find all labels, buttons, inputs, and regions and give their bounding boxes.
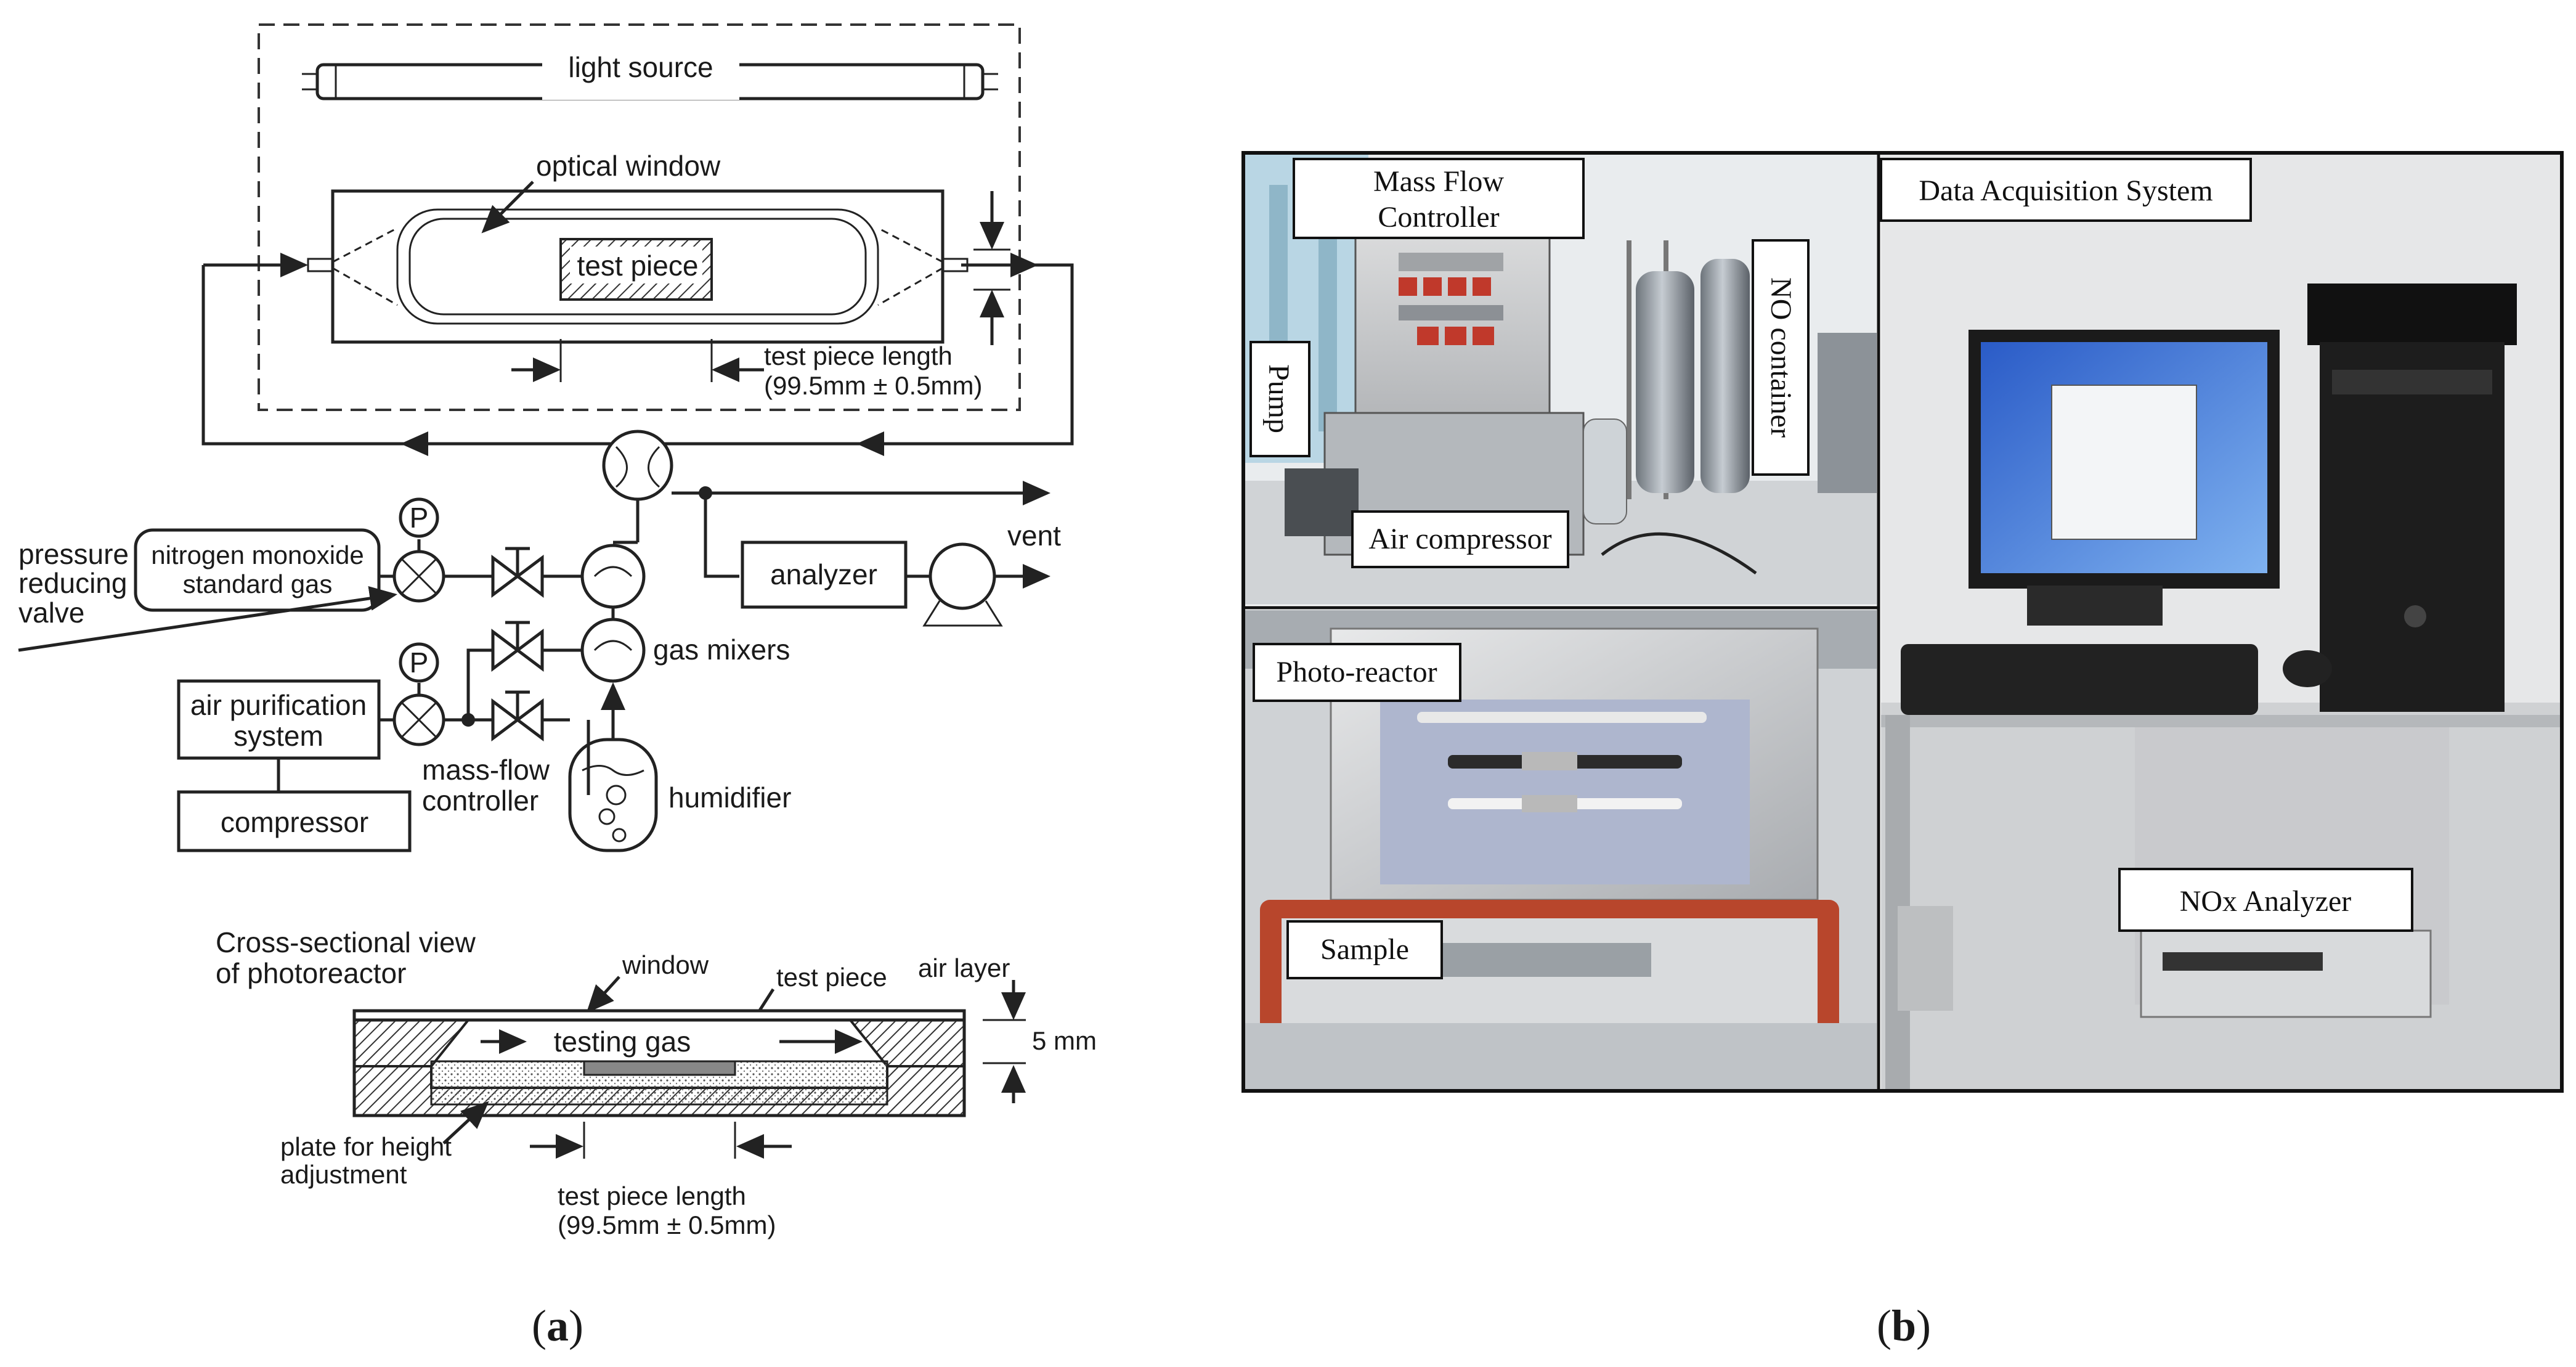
photo-data-acquisition	[1881, 155, 2560, 1089]
sample-label: Sample	[1320, 933, 1409, 966]
test-piece-length-tolerance: (99.5mm ± 0.5mm)	[764, 371, 982, 400]
panel-b-photo-collage: Mass Flow Controller Pump NO container A…	[1241, 151, 2564, 1350]
air-layer-label: air layer	[918, 953, 1010, 982]
caption-a: (a)	[532, 1301, 583, 1350]
mass-flow-line-2: controller	[422, 785, 538, 817]
pressure-gauge-1	[399, 497, 439, 538]
pressure-line-3: valve	[18, 597, 84, 629]
test-piece-cs	[583, 1060, 736, 1076]
analyzer-label: analyzer	[770, 558, 877, 590]
cross-section-body	[352, 1009, 966, 1117]
light-source-tube: light source	[302, 51, 998, 100]
optical-window-label: optical window	[536, 150, 721, 182]
cs-tolerance-label: (99.5mm ± 0.5mm)	[558, 1210, 776, 1239]
pump-label: Pump	[1262, 364, 1295, 433]
light-source-label: light source	[568, 51, 713, 83]
air-compressor-label: Air compressor	[1368, 523, 1551, 555]
mass-flow-line-1: mass-flow	[422, 754, 550, 786]
cs-length-label: test piece length	[558, 1181, 746, 1210]
compressor-label: compressor	[221, 806, 368, 838]
five-mm-label: 5 mm	[1032, 1026, 1097, 1055]
mass-flow-label-1: Mass Flow	[1373, 165, 1504, 198]
test-piece-label: test piece	[577, 250, 699, 282]
photoreactor-box: test piece	[307, 189, 969, 344]
plate-height-line-2: adjustment	[280, 1160, 407, 1189]
pressure-line-2: reducing	[18, 567, 127, 599]
no-container-label: NO container	[1765, 277, 1797, 438]
vent-label: vent	[1007, 520, 1061, 552]
mass-flow-label-2: Controller	[1378, 201, 1499, 234]
switching-valve	[602, 430, 673, 501]
nitrogen-standard-gas-box	[134, 528, 381, 612]
nox-analyzer-label: NOx Analyzer	[2180, 885, 2352, 918]
compressor-box	[177, 790, 412, 852]
gas-mixers-label: gas mixers	[653, 634, 790, 666]
pressure-gauge-2	[399, 642, 439, 683]
vent-pump	[928, 542, 996, 610]
air-purification-box	[177, 679, 381, 760]
photo-reactor-label: Photo-reactor	[1276, 656, 1437, 688]
nitrogen-line-2: standard gas	[183, 569, 333, 598]
gauge-2-label: P	[410, 647, 429, 679]
dashed-enclosure	[258, 23, 1021, 411]
photo-photo-reactor	[1245, 610, 1877, 1089]
test-piece-length-label: test piece length	[764, 341, 953, 370]
cross-section-title-2: of photoreactor	[216, 957, 406, 989]
panel-a-schematic: light source test piece optical window	[18, 23, 1097, 1350]
nitrogen-line-1: nitrogen monoxide	[151, 541, 364, 569]
plate-height-line-1: plate for height	[280, 1132, 452, 1161]
air-purification-line-2: system	[234, 720, 323, 752]
data-acquisition-label: Data Acquisition System	[1919, 174, 2212, 207]
gauge-1-label: P	[410, 502, 429, 534]
caption-b: (b)	[1877, 1301, 1931, 1350]
air-purification-line-1: air purification	[190, 689, 367, 721]
window-label: window	[622, 950, 709, 979]
pressure-line-1: pressure	[18, 538, 129, 570]
testing-gas-label: testing gas	[554, 1026, 691, 1058]
gas-mixer-1	[580, 544, 646, 609]
cross-section-title-1: Cross-sectional view	[216, 926, 476, 958]
humidifier-label: humidifier	[668, 781, 791, 814]
gas-mixer-2	[580, 618, 646, 683]
test-piece-cs-label: test piece	[776, 963, 887, 992]
